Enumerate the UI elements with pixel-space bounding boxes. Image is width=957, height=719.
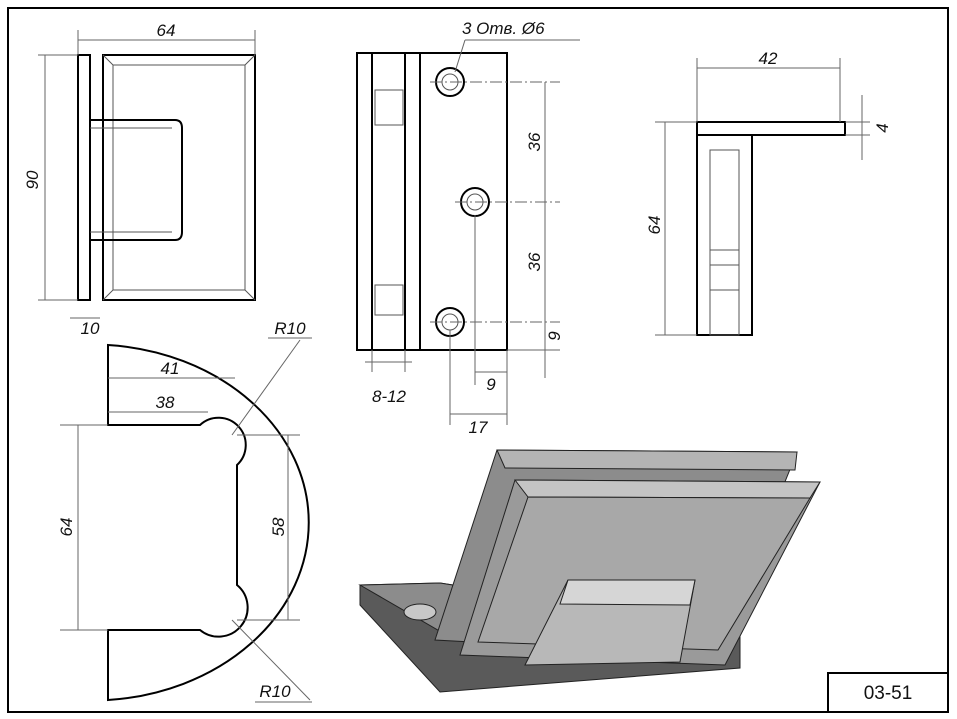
dim-front-width: 64 xyxy=(157,21,176,40)
title-block: 03-51 xyxy=(827,672,949,713)
dim-profile-inner-length: 38 xyxy=(156,393,175,412)
dim-hole-to-edge: 17 xyxy=(469,418,488,437)
dim-top-thickness: 4 xyxy=(873,123,892,132)
dim-profile-outer-length: 41 xyxy=(161,359,180,378)
holes-note: 3 Отв. Ø6 xyxy=(462,19,545,38)
front-view: 64 90 10 xyxy=(23,21,256,338)
isometric-view xyxy=(358,449,821,693)
dim-plate-thickness: 10 xyxy=(81,319,100,338)
dim-hole-offset: 9 xyxy=(486,375,496,394)
dim-edge-offset: 9 xyxy=(545,331,564,341)
drawing-frame xyxy=(7,7,949,713)
side-view: 3 Отв. Ø6 36 36 9 8-12 9 17 xyxy=(356,19,580,437)
dim-top-height: 64 xyxy=(645,216,664,235)
profile-view: 41 38 64 58 R10 R10 xyxy=(57,319,312,703)
sheet-code: 03-51 xyxy=(864,683,913,704)
top-view: 42 4 64 xyxy=(645,49,892,336)
dim-spacing-bottom: 36 xyxy=(525,252,544,271)
dim-profile-outer-height: 64 xyxy=(57,518,76,537)
dim-radius-bottom: R10 xyxy=(259,682,291,701)
dim-glass-gap: 8-12 xyxy=(372,387,407,406)
dim-profile-inner-height: 58 xyxy=(269,517,288,536)
dim-radius-top: R10 xyxy=(274,319,306,338)
dim-spacing-top: 36 xyxy=(525,132,544,151)
dim-top-width: 42 xyxy=(759,49,778,68)
dim-front-height: 90 xyxy=(23,170,42,189)
